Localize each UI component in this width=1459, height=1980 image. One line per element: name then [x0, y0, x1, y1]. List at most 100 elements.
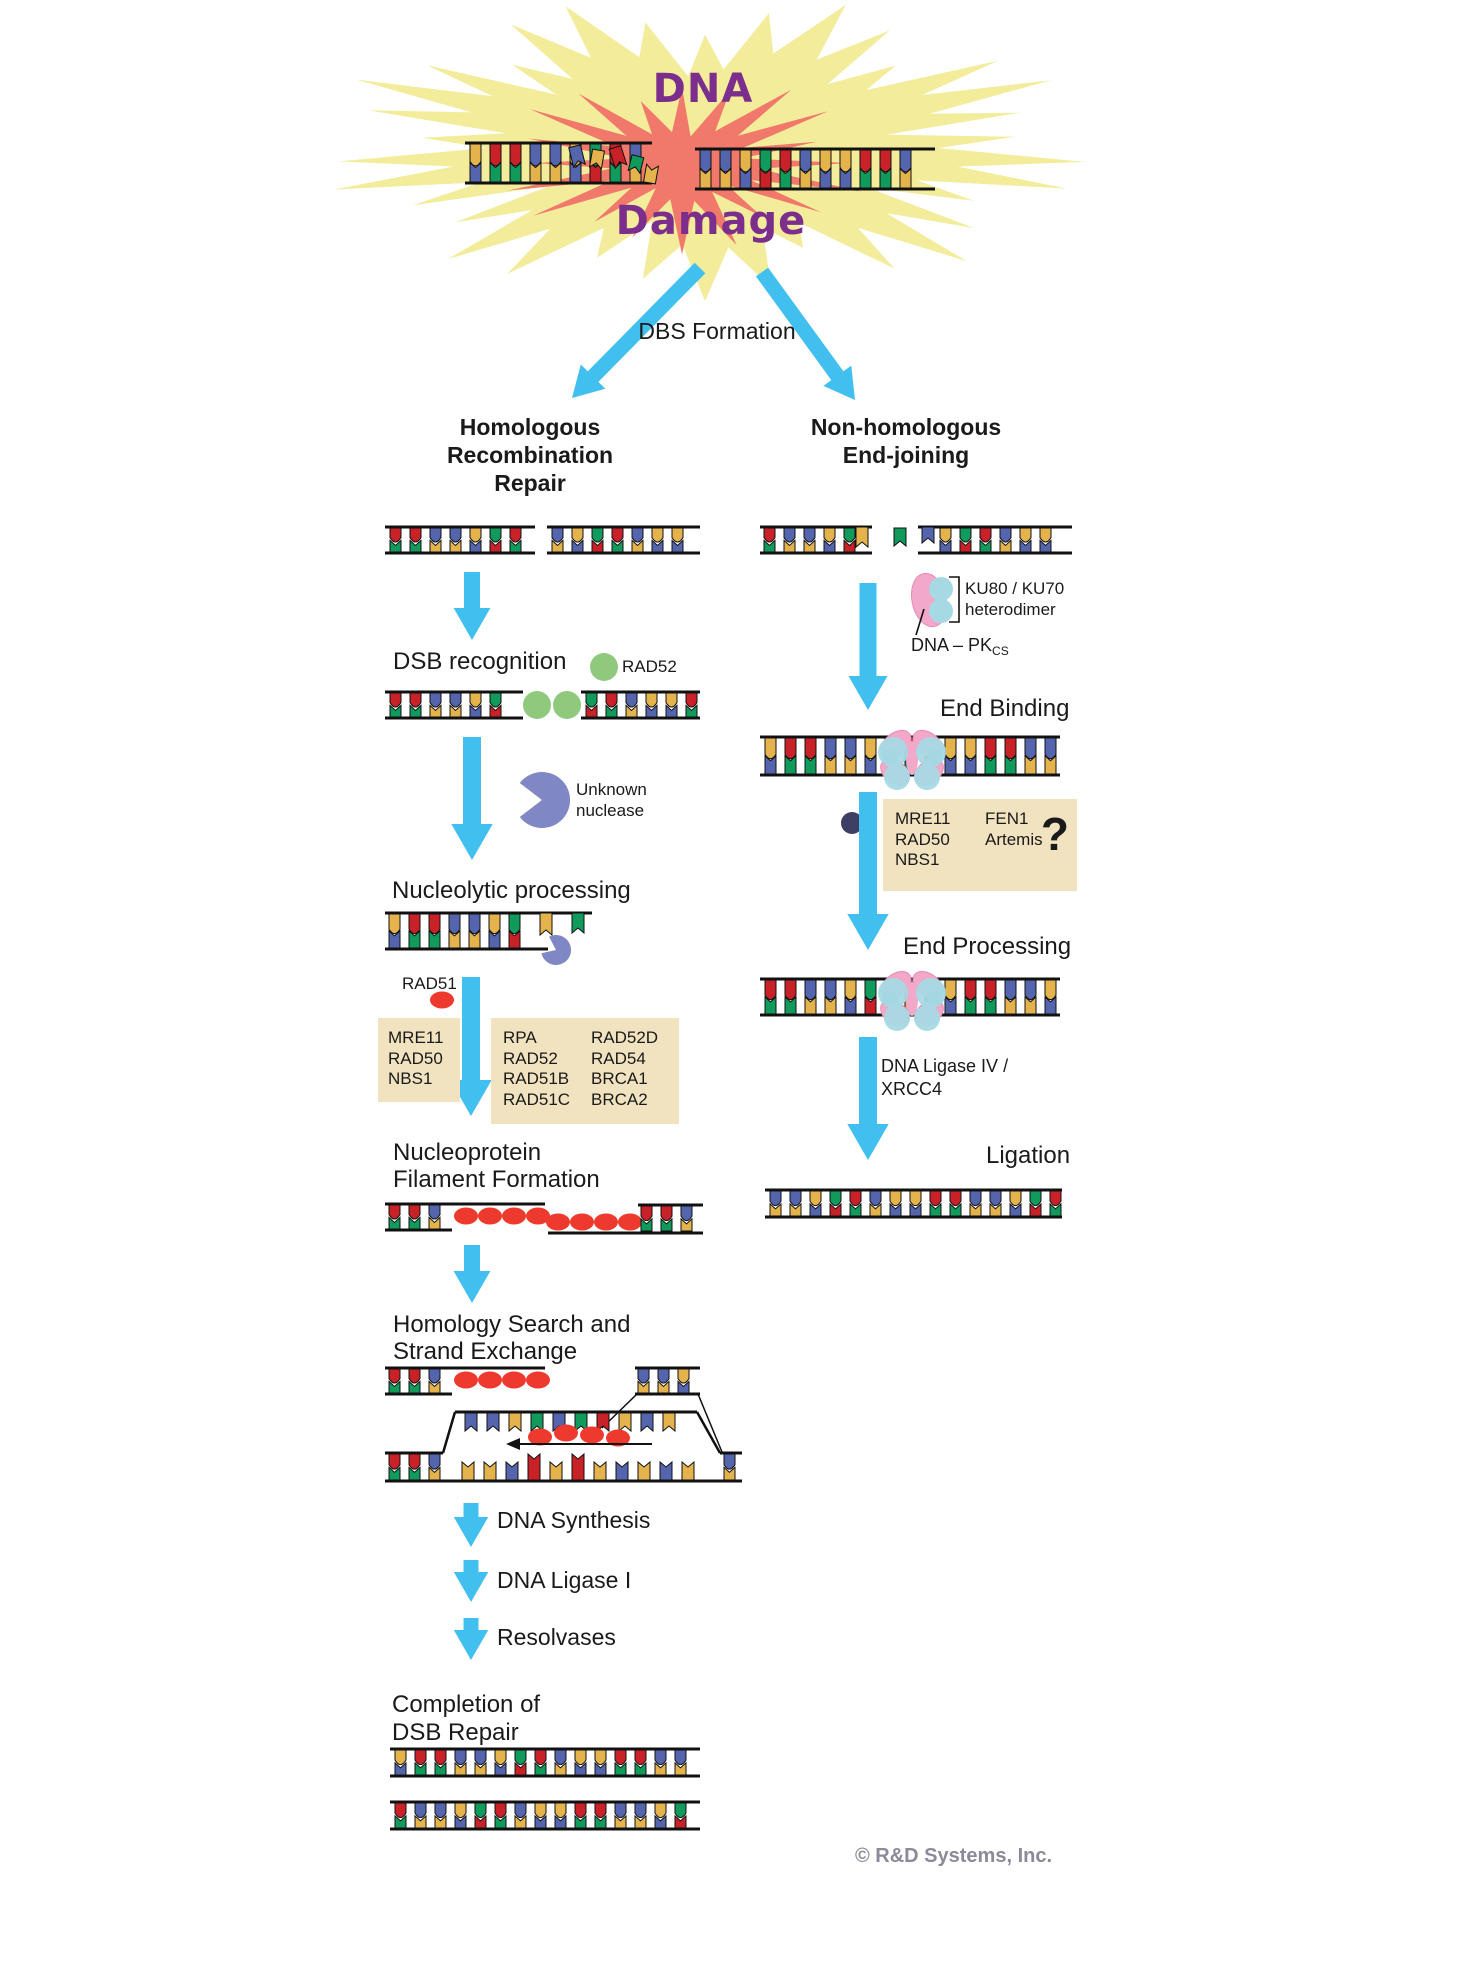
protein-name: RAD52	[503, 1048, 558, 1068]
dna-base	[939, 539, 952, 553]
dna-base	[614, 1802, 627, 1819]
dna-base	[585, 692, 598, 708]
dna-base	[408, 1380, 421, 1394]
protein-name: MRE11	[895, 809, 951, 828]
dna-base	[660, 1205, 673, 1222]
hr-title-line: Homologous	[459, 414, 601, 440]
dna-base	[1004, 995, 1017, 1015]
nucleolytic-processing-label: Nucleolytic processing	[392, 877, 631, 904]
hr-pathway-title: Homologous Recombination Repair	[447, 413, 613, 497]
dna-base	[843, 527, 856, 543]
dna-base	[389, 539, 402, 553]
dna-base	[637, 1368, 650, 1384]
dna-base	[804, 995, 817, 1015]
dna-base	[660, 1217, 673, 1232]
unknown-nuclease-icon	[519, 772, 571, 828]
dna-base	[388, 1368, 401, 1384]
dna-base	[549, 143, 562, 167]
dna-base	[409, 692, 422, 708]
dna-base	[764, 737, 777, 760]
rad51-oval	[554, 1424, 578, 1442]
dna-base	[803, 539, 816, 553]
dna-base	[509, 539, 522, 553]
dna-base	[429, 692, 442, 708]
dna-base	[829, 1190, 842, 1207]
dna-base	[461, 1460, 475, 1481]
dna-base	[1044, 979, 1057, 1001]
dna-base	[614, 1814, 627, 1829]
unknown-nuclease-line: nuclease	[576, 801, 645, 820]
dna-base	[824, 995, 837, 1015]
flow-arrow	[453, 1503, 489, 1547]
rad51-oval	[526, 1371, 550, 1389]
dna-base	[699, 149, 712, 173]
dna-base	[591, 527, 604, 543]
dna-base	[979, 539, 992, 553]
dna-base	[1044, 995, 1057, 1015]
flow-arrow	[453, 1560, 489, 1602]
dna-base	[1029, 1190, 1042, 1207]
nucleoprotein-line: Filament Formation	[393, 1166, 600, 1193]
dna-base	[645, 692, 658, 708]
dna-base	[849, 1190, 862, 1207]
dna-base	[389, 692, 402, 708]
rad52-label: RAD52	[622, 657, 677, 676]
nuclease-dot	[841, 812, 863, 834]
dna-base	[509, 527, 522, 543]
dna-base	[1019, 527, 1032, 543]
dna-base	[428, 1380, 441, 1394]
dna-base	[428, 1368, 441, 1384]
dna-base	[869, 1202, 882, 1217]
dna-base	[889, 1202, 902, 1217]
dna-base	[488, 929, 501, 949]
dna-base	[739, 149, 752, 173]
completion-label: Completion of DSB Repair	[392, 1691, 540, 1747]
dna-base	[779, 149, 792, 173]
nucleoprotein-line: Nucleoprotein	[393, 1139, 542, 1166]
dna-base	[534, 1749, 547, 1766]
dna-base	[964, 995, 977, 1015]
unknown-nuclease-line: Unknown	[576, 780, 647, 799]
dna-base	[414, 1814, 427, 1829]
dna-base	[489, 692, 502, 708]
dna-base	[394, 1802, 407, 1819]
dna-base	[939, 527, 952, 543]
dna-base	[949, 1202, 962, 1217]
dna-base	[508, 929, 521, 949]
dna-base	[474, 1761, 487, 1776]
resection-nuclease-icon	[541, 934, 572, 965]
ligase4-line: XRCC4	[881, 1079, 943, 1099]
dna-ligase4-label: DNA Ligase IV / XRCC4	[881, 1055, 1008, 1101]
dna-base	[494, 1749, 507, 1766]
dna-base	[989, 1202, 1002, 1217]
dna-base	[824, 737, 837, 760]
dna-base	[505, 1460, 519, 1481]
dna-base	[685, 692, 698, 708]
dna-base	[637, 1380, 650, 1394]
dna-base	[665, 692, 678, 708]
hr-title-line: Repair	[494, 470, 566, 496]
dna-base	[823, 527, 836, 543]
dna-base	[640, 1217, 653, 1232]
ku-complex-center	[906, 982, 918, 1016]
dna-base	[843, 539, 856, 553]
dna-base	[429, 539, 442, 553]
protein-name: BRCA1	[591, 1069, 648, 1088]
ku-heterodimer-label: KU80 / KU70 heterodimer	[965, 578, 1064, 620]
rad52-circle	[553, 691, 581, 719]
rad52-circle	[523, 691, 551, 719]
dna-base	[614, 1749, 627, 1766]
dna-base	[631, 527, 644, 543]
burst-title-dna: DNA	[652, 66, 754, 112]
protein-name: RAD52D	[591, 1028, 659, 1047]
dna-base	[674, 1814, 687, 1829]
flow-arrow	[450, 977, 492, 1116]
dna-base	[469, 527, 482, 543]
dna-base	[674, 1761, 687, 1776]
rad51-oval	[618, 1213, 642, 1231]
dna-base	[529, 143, 542, 167]
protein-name: MRE11	[388, 1028, 444, 1047]
dna-base	[723, 1453, 736, 1470]
dna-base	[823, 539, 836, 553]
rad51-oval	[594, 1213, 618, 1231]
